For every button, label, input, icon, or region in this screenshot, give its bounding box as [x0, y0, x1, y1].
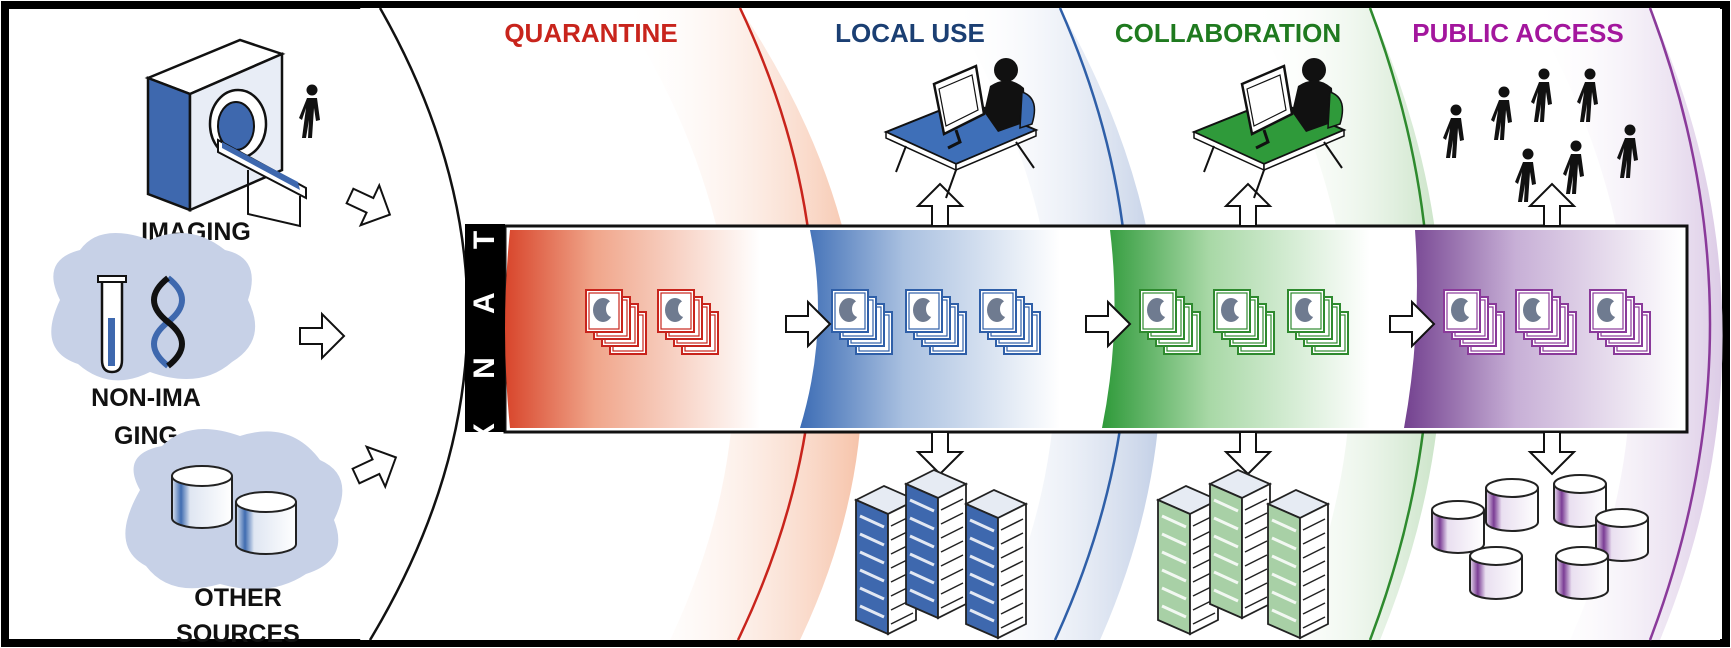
local-use-title: LOCAL USE [835, 18, 985, 48]
collaboration-zone-band [1250, 8, 1443, 640]
collaboration-image-stacks [1140, 290, 1348, 354]
quarantine-title: QUARANTINE [504, 18, 677, 48]
non-imaging-label-line1: NON-IMA [91, 384, 201, 412]
collaboration-title: COLLABORATION [1115, 18, 1341, 48]
public-access-image-stacks [1444, 290, 1650, 354]
other-sources-label-line1: OTHER [194, 584, 282, 612]
public-access-boundary-arc [1648, 7, 1712, 641]
public-access-title: PUBLIC ACCESS [1412, 18, 1623, 48]
collaboration-server-rack-icon [1156, 468, 1330, 640]
mri-scanner-icon [144, 38, 307, 228]
public-access-zone-band [1530, 8, 1723, 640]
local-use-server-rack-icon [854, 468, 1028, 640]
dna-icon [151, 275, 185, 369]
test-tube-icon [97, 275, 127, 374]
other-sources-cloud [125, 428, 343, 590]
xnat-platform-bar: X N A T [465, 213, 505, 443]
xnat-label: X N A T [468, 212, 502, 444]
other-sources-label-line2: SOURCES [176, 620, 300, 648]
local-use-image-stacks [832, 290, 1040, 354]
non-imaging-cloud [51, 232, 256, 381]
